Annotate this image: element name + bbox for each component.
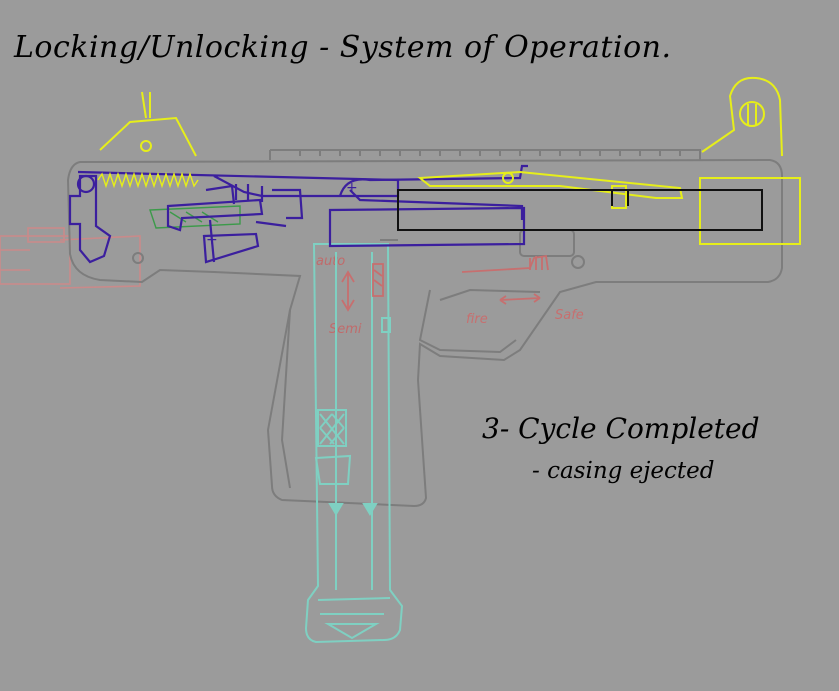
recoil-spring: [97, 171, 199, 189]
safety-safe-label: Safe: [555, 308, 584, 323]
svg-text:+: +: [206, 232, 218, 248]
selector-semi-label: Semi: [329, 322, 362, 337]
svg-text:+: +: [346, 180, 358, 196]
receiver-outline: [66, 149, 783, 508]
magazine: [304, 243, 404, 644]
step-heading: 3- Cycle Completed: [482, 412, 760, 445]
diagram-title: Locking/Unlocking - System of Operation.: [14, 30, 672, 65]
fire-selector: [341, 254, 549, 312]
bolt-group: + +: [68, 164, 528, 264]
yellow-sights-and-charging: [99, 76, 801, 245]
barrel: [397, 189, 763, 231]
safety-fire-label: fire: [466, 312, 488, 327]
step-note: - casing ejected: [532, 458, 715, 484]
selector-auto-label: auto: [316, 254, 346, 269]
stock-outline: [0, 227, 141, 289]
